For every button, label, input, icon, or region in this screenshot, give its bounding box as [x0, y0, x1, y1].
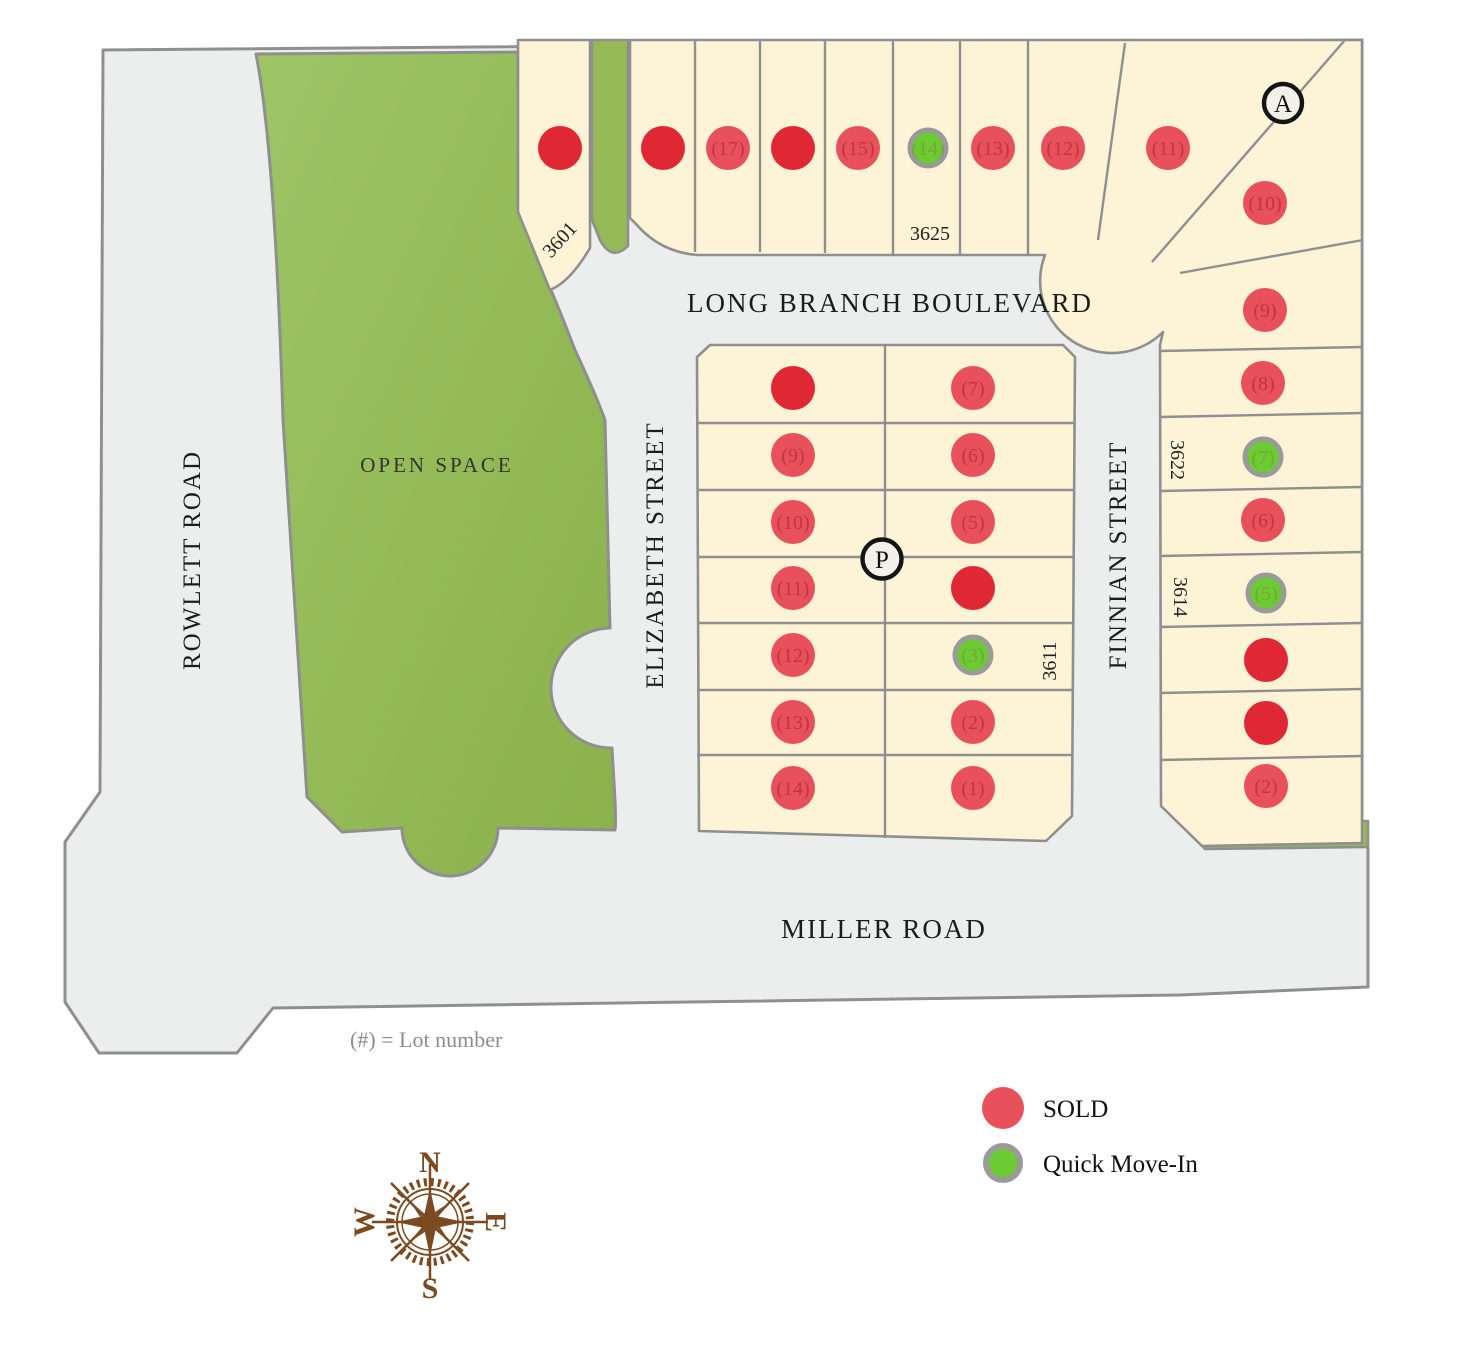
compass-south-label: S: [422, 1272, 439, 1305]
lot-number: (9): [781, 445, 804, 467]
lot-dot[interactable]: (8): [1241, 361, 1285, 405]
legend-quick-move-in-label: Quick Move-In: [1043, 1151, 1198, 1178]
compass-star: [396, 1188, 464, 1256]
marker-p: P: [860, 537, 904, 581]
lot-dot[interactable]: (6): [951, 433, 995, 477]
lot-dot[interactable]: (7): [951, 366, 995, 410]
lot-number: (8): [1251, 373, 1274, 395]
lot-number: (2): [1254, 776, 1277, 798]
lot-dot[interactable]: (3): [952, 634, 994, 676]
lot-number: (6): [961, 445, 984, 467]
lot-dot[interactable]: (13): [971, 126, 1015, 170]
marker-p-circle: [860, 537, 904, 581]
lot-number: (6): [1251, 510, 1274, 532]
lot-dot[interactable]: (13): [771, 700, 815, 744]
lot-number: (13): [776, 712, 809, 734]
lot-dot[interactable]: (10): [1243, 181, 1287, 225]
lot-dot[interactable]: (5): [1245, 572, 1287, 614]
lot-dot[interactable]: [641, 126, 685, 170]
lot-dot[interactable]: (1): [951, 766, 995, 810]
address-3614-label: 3614: [1169, 577, 1191, 617]
lot-number: (11): [1152, 138, 1185, 160]
lot-number: (12): [1046, 138, 1079, 160]
address-3611-label: 3611: [1039, 641, 1061, 680]
lot-number: (11): [777, 578, 810, 600]
lot-number: (12): [776, 645, 809, 667]
green-strip-top: [590, 38, 630, 254]
address-3625-label: 3625: [910, 223, 950, 245]
lot-number: (7): [1251, 447, 1274, 469]
marker-p-letter: P: [875, 547, 889, 574]
lot-number: (7): [961, 378, 984, 400]
rowlett-road-label: ROWLETT ROAD: [179, 450, 206, 670]
lot-number: (14): [911, 138, 944, 160]
compass-rose: N S E W: [348, 1146, 512, 1305]
lot-dot[interactable]: (12): [771, 633, 815, 677]
lot-dot[interactable]: (11): [771, 566, 815, 610]
lot-number-footnote: (#) = Lot number: [350, 1027, 503, 1052]
compass-west-label: W: [348, 1207, 381, 1237]
open-space-areas: [254, 38, 1370, 878]
lot-dot[interactable]: (12): [1041, 126, 1085, 170]
marker-a-letter: A: [1274, 91, 1292, 118]
legend: SOLD Quick Move-In: [982, 1087, 1198, 1183]
address-3622-label: 3622: [1166, 440, 1188, 480]
lot-number: (5): [961, 512, 984, 534]
lot-dot[interactable]: [1244, 701, 1288, 745]
lot-dot[interactable]: (14): [907, 127, 949, 169]
marker-a-circle: [1261, 81, 1305, 125]
lot-dot[interactable]: [771, 126, 815, 170]
open-space-label: OPEN SPACE: [360, 453, 514, 477]
lot-number: (14): [776, 778, 809, 800]
lot-dividers: [693, 39, 1364, 838]
lot-number: (1): [961, 778, 984, 800]
lot-dot[interactable]: (14): [771, 766, 815, 810]
compass-east-label: E: [479, 1212, 512, 1232]
lot-dot[interactable]: (15): [836, 126, 880, 170]
north-east-parcels: [628, 38, 1364, 848]
miller-road-label: MILLER ROAD: [781, 914, 987, 944]
lot-number: (15): [841, 138, 874, 160]
compass-north-label: N: [419, 1146, 441, 1179]
lot-dot[interactable]: (2): [1244, 764, 1288, 808]
lot-markers: (17) (15) (14) (13) (12) (11) (10) (9) (8) (7) (6)…: [538, 126, 1288, 810]
lot-dot[interactable]: [538, 126, 582, 170]
long-branch-boulevard-label: LONG BRANCH BOULEVARD: [687, 288, 1093, 318]
lot-dot[interactable]: (2): [951, 700, 995, 744]
compass-star-small: [413, 1205, 447, 1239]
lot-dot[interactable]: (11): [1146, 126, 1190, 170]
lot-dot[interactable]: [1244, 638, 1288, 682]
lot-number: (3): [961, 645, 984, 667]
lot-number: (2): [961, 712, 984, 734]
lot-dot[interactable]: [771, 366, 815, 410]
legend-sold-label: SOLD: [1043, 1096, 1108, 1123]
legend-quick-move-in-icon: [983, 1143, 1023, 1183]
elizabeth-street-label: ELIZABETH STREET: [642, 421, 669, 688]
legend-sold-icon: [982, 1087, 1024, 1129]
lot-dot[interactable]: (5): [951, 500, 995, 544]
finnian-street-label: FINNIAN STREET: [1105, 441, 1132, 670]
lot-number: (5): [1254, 583, 1277, 605]
open-space: [254, 50, 617, 878]
lot-dot[interactable]: (7): [1242, 436, 1284, 478]
lot-dot[interactable]: [951, 566, 995, 610]
lot-number: (17): [711, 138, 744, 160]
lot-dot[interactable]: (9): [771, 433, 815, 477]
lot-dot[interactable]: (9): [1243, 288, 1287, 332]
lot-dot[interactable]: (10): [771, 500, 815, 544]
lot-number: (9): [1253, 300, 1276, 322]
lot-dot[interactable]: (6): [1241, 498, 1285, 542]
lot-number: (10): [776, 512, 809, 534]
marker-a: A: [1261, 81, 1305, 125]
lot-dot[interactable]: (17): [706, 126, 750, 170]
lot-number: (10): [1248, 193, 1281, 215]
lot-number: (13): [976, 138, 1009, 160]
